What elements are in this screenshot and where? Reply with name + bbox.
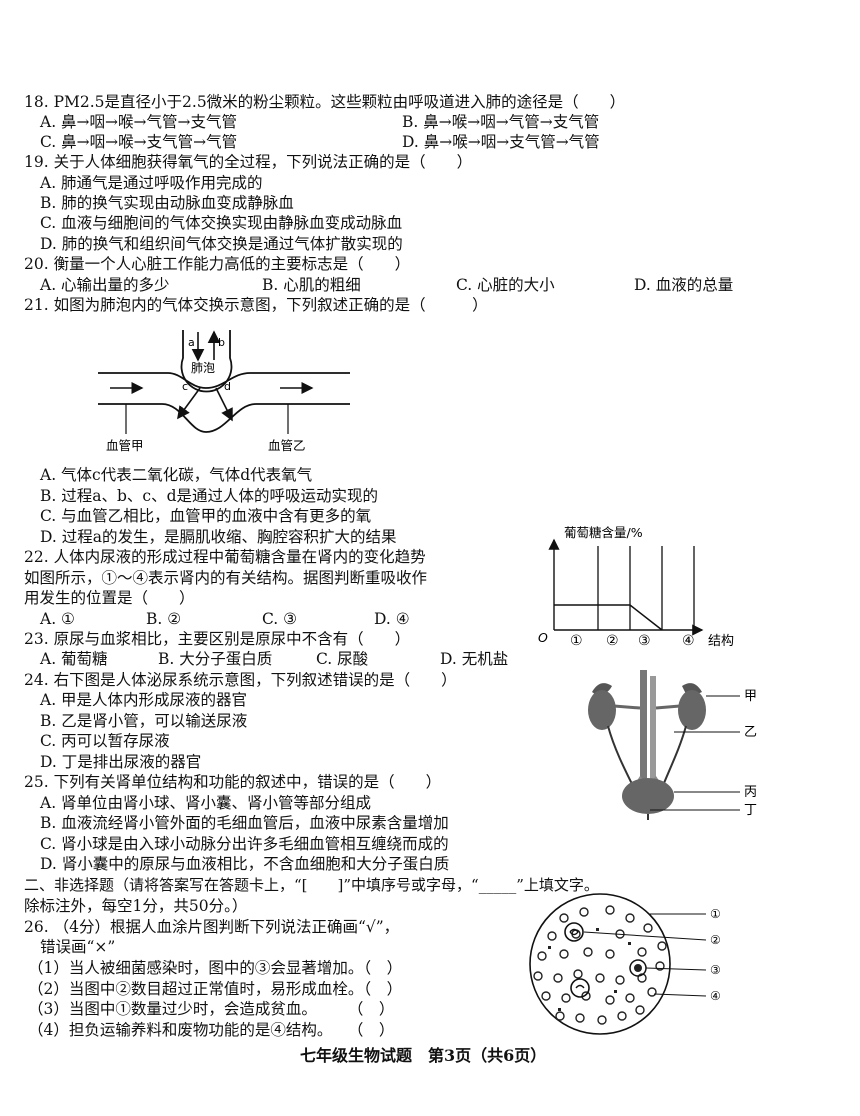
- q21-option-d: D. 过程a的发生，是膈肌收缩、胸腔容积扩大的结果: [40, 528, 397, 546]
- q19-option-a: A. 肺通气是通过呼吸作用完成的: [40, 174, 263, 192]
- q22-option-c: C. ③: [262, 610, 298, 628]
- smear-label-1: ①: [710, 907, 721, 921]
- q25-option-d: D. 肾小囊中的原尿与血液相比，不含血细胞和大分子蛋白质: [40, 855, 450, 873]
- q22-stem-line2: 如图所示，①～④表示肾内的有关结构。据图判断重吸收作: [24, 569, 428, 587]
- q23-option-c: C. 尿酸: [316, 650, 369, 668]
- q25-stem: 25. 下列有关肾单位结构和功能的叙述中，错误的是（ ）: [24, 773, 442, 791]
- q26-stem-line1: 26. （4分）根据人血涂片图判断下列说法正确画“√”，: [24, 918, 400, 936]
- q22-option-d: D. ④: [374, 610, 410, 628]
- label-yi: 乙: [744, 725, 757, 740]
- bladder: [622, 778, 674, 814]
- q18-stem: 18. PM2.5是直径小于2.5微米的粉尘颗粒。这些颗粒由呼吸道进入肺的途径是…: [24, 93, 626, 111]
- q21-option-a: A. 气体c代表二氧化碳，气体d代表氧气: [40, 466, 313, 484]
- chart-tick-2: ②: [606, 633, 619, 649]
- q26-statement-1: （1）当人被细菌感染时，图中的③会显著增加。（ ）: [28, 959, 403, 977]
- q22-stem-line3: 用发生的位置是（ ）: [24, 589, 195, 607]
- q22-stem-line1: 22. 人体内尿液的形成过程中葡萄糖含量在肾内的变化趋势: [24, 548, 426, 566]
- q20-option-c: C. 心脏的大小: [456, 276, 555, 294]
- q23-option-a: A. 葡萄糖: [40, 650, 108, 668]
- q24-option-b: B. 乙是肾小管，可以输送尿液: [40, 712, 248, 730]
- label-b: b: [218, 336, 225, 349]
- arrow-c: [177, 387, 201, 420]
- label-bing: 丙: [744, 785, 757, 800]
- q22-option-b: B. ②: [146, 610, 182, 628]
- q23-option-d: D. 无机盐: [440, 650, 509, 668]
- section2-note: 除标注外，每空1分，共50分。）: [24, 897, 248, 915]
- label-d: d: [224, 380, 231, 393]
- q18-option-a: A. 鼻→咽→喉→气管→支气管: [40, 113, 237, 131]
- q18-option-c: C. 鼻→咽→喉→支气管→气管: [40, 133, 238, 151]
- q20-option-b: B. 心肌的粗细: [262, 276, 361, 294]
- q20-option-d: D. 血液的总量: [634, 276, 734, 294]
- q19-option-d: D. 肺的换气和组织间气体交换是通过气体扩散实现的: [40, 235, 403, 253]
- chart-ylabel: 葡萄糖含量/%: [564, 525, 643, 540]
- label-jia: 甲: [744, 689, 757, 704]
- q26-statement-4: （4）担负运输养料和废物功能的是④结构。 （ ）: [28, 1021, 395, 1039]
- q26-stem-line2: 错误画“×”: [40, 938, 116, 956]
- blood-smear-diagram: ① ② ③ ④: [529, 893, 721, 1035]
- chart-tick-3: ③: [638, 633, 651, 649]
- glucose-trend-line: [554, 604, 663, 631]
- q24-stem: 24. 右下图是人体泌尿系统示意图，下列叙述错误的是（ ）: [24, 671, 457, 689]
- white-blood-cell: [564, 922, 584, 942]
- q24-option-d: D. 丁是排出尿液的器官: [40, 753, 202, 771]
- label-ding: 丁: [744, 803, 757, 818]
- vessel-right-label: 血管乙: [268, 438, 306, 453]
- smear-label-4: ④: [710, 989, 721, 1003]
- q18-option-d: D. 鼻→喉→咽→支气管→气管: [402, 133, 600, 151]
- chart-tick-1: ①: [570, 633, 583, 649]
- q22-option-a: A. ①: [40, 610, 75, 628]
- vessel-left-label: 血管甲: [106, 438, 144, 453]
- glucose-content-chart: 葡萄糖含量/% O ① ② ③ ④ 结构: [538, 525, 734, 649]
- chart-origin: O: [538, 630, 548, 645]
- q19-stem: 19. 关于人体细胞获得氧气的全过程，下列说法正确的是（ ）: [24, 153, 473, 171]
- urinary-system-diagram: 甲 乙 丙 丁: [588, 670, 757, 820]
- chart-xlabel: 结构: [708, 634, 734, 649]
- q18-option-b: B. 鼻→喉→咽→气管→支气管: [402, 113, 600, 131]
- q21-option-b: B. 过程a、b、c、d是通过人体的呼吸运动实现的: [40, 487, 379, 505]
- arrow-d: [215, 387, 233, 422]
- label-c: c: [182, 380, 188, 393]
- q23-option-b: B. 大分子蛋白质: [158, 650, 273, 668]
- kidney-left: [588, 690, 616, 730]
- chart-tick-4: ④: [682, 633, 695, 649]
- q21-stem: 21. 如图为肺泡内的气体交换示意图，下列叙述正确的是（ ）: [24, 296, 488, 314]
- kidney-right: [678, 690, 706, 730]
- alveolus-gas-exchange-diagram: a b 肺泡 c d 血管甲 血管乙: [98, 330, 350, 453]
- q26-statement-3: （3）当图中①数量过少时，会造成贫血。 （ ）: [28, 1000, 395, 1018]
- smear-label-3: ③: [710, 963, 721, 977]
- q19-option-b: B. 肺的换气实现由动脉血变成静脉血: [40, 194, 294, 212]
- ureter-right: [661, 725, 687, 789]
- q24-option-c: C. 丙可以暂存尿液: [40, 732, 170, 750]
- q20-stem: 20. 衡量一个人心脏工作能力高低的主要标志是（ ）: [24, 255, 411, 273]
- section2-heading: 二、非选择题（请将答案写在答题卡上，“[ ]”中填序号或字母，“_____”上填…: [24, 876, 599, 894]
- page-footer: 七年级生物试题 第3页（共6页）: [300, 1046, 547, 1065]
- q19-option-c: C. 血液与细胞间的气体交换实现由静脉血变成动脉血: [40, 214, 403, 232]
- q25-option-a: A. 肾单位由肾小球、肾小囊、肾小管等部分组成: [40, 794, 372, 812]
- q25-option-c: C. 肾小球是由入球小动脉分出许多毛细血管相互缠绕而成的: [40, 835, 449, 853]
- q25-option-b: B. 血液流经肾小管外面的毛细血管后，血液中尿素含量增加: [40, 814, 449, 832]
- q24-option-a: A. 甲是人体内形成尿液的器官: [40, 691, 248, 709]
- q26-statement-2: （2）当图中②数目超过正常值时，易形成血栓。（ ）: [28, 980, 403, 998]
- alveolus-label: 肺泡: [191, 361, 215, 375]
- smear-label-2: ②: [710, 933, 721, 947]
- q23-stem: 23. 原尿与血浆相比，主要区别是原尿中不含有（ ）: [24, 630, 411, 648]
- q20-option-a: A. 心输出量的多少: [40, 276, 170, 294]
- q21-option-c: C. 与血管乙相比，血管甲的血液中含有更多的氧: [40, 507, 372, 525]
- label-a: a: [188, 336, 195, 349]
- ureter-left: [607, 725, 635, 789]
